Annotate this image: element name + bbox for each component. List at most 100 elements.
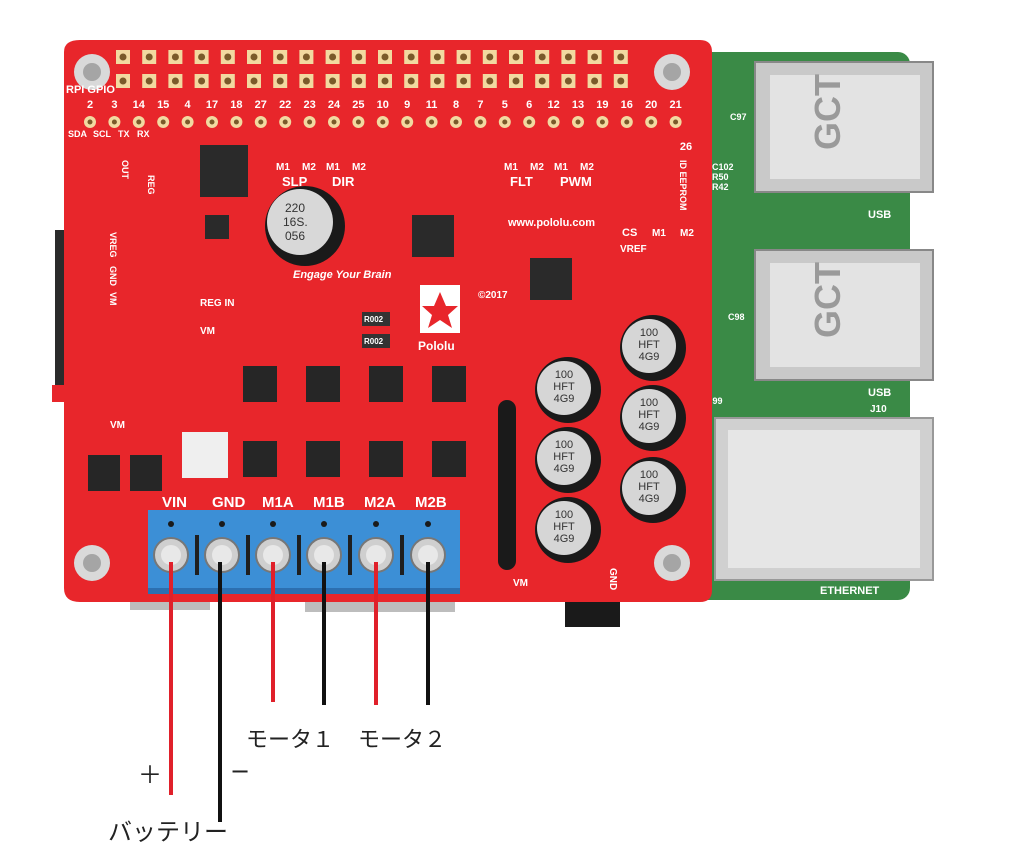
copyright-text: ©2017 [478, 290, 508, 301]
white-pad [182, 432, 228, 478]
usb-2-brand: GCT [807, 262, 848, 338]
gpio-pin-hole [302, 53, 310, 61]
gpio-pad-hole [380, 119, 386, 125]
wires [169, 562, 430, 822]
gpio-number: 17 [206, 99, 218, 111]
capacitor-text: 4G9 [639, 351, 660, 363]
label-vreg: VREG [108, 232, 118, 258]
terminal-label-vin: VIN [162, 494, 188, 511]
gpio-pad-hole [575, 119, 581, 125]
label-r002-2: R002 [364, 337, 384, 346]
gpio-pin-hole [198, 77, 206, 85]
group-label-flt: FLT [510, 174, 533, 189]
gpio-pin-hole [460, 53, 468, 61]
gpio-pin-hole [302, 77, 310, 85]
gpio-pin-hole [381, 53, 389, 61]
gpio-pad-hole [233, 119, 239, 125]
gpio-pin-hole [355, 77, 363, 85]
gpio-pin-hole [224, 77, 232, 85]
c102-label: C102 [712, 162, 734, 172]
mosfet [369, 366, 403, 402]
label-gnd-right: GND [607, 568, 618, 590]
label-cs-m2: M2 [680, 228, 694, 239]
mounting-hole-top-left [74, 54, 110, 90]
capacitor-text: HFT [553, 521, 575, 533]
usb-label-1: USB [868, 209, 891, 221]
mosfet [432, 366, 466, 402]
gpio-pin-hole [250, 53, 258, 61]
gpio-pin-hole [171, 53, 179, 61]
r50-label: R50 [712, 172, 729, 182]
gpio-pad-hole [453, 119, 459, 125]
gpio-pin-hole [564, 77, 572, 85]
ic-chip-2 [530, 258, 572, 300]
gpio-pad-hole [282, 119, 288, 125]
capacitor-text: HFT [553, 381, 575, 393]
gpio-number: 20 [645, 99, 657, 111]
ethernet-port [714, 417, 934, 581]
gpio-number: 10 [377, 99, 389, 111]
label-r002-1: R002 [364, 315, 384, 324]
capacitor-text: 4G9 [554, 393, 575, 405]
large-cap-text-2: 16S. [283, 215, 308, 229]
label-reg: REG [146, 175, 156, 195]
gpio-pin-hole [591, 77, 599, 85]
capacitor-top [537, 361, 591, 415]
terminal-separator [297, 535, 301, 575]
gpio-pin-hole [198, 53, 206, 61]
minus-label: − [230, 757, 251, 785]
mosfet [432, 441, 466, 477]
tagline-text: Engage Your Brain [293, 269, 392, 281]
gpio-pin-hole [329, 53, 337, 61]
terminal-block [148, 510, 460, 594]
gpio-pin-hole [224, 53, 232, 61]
capacitor-text: 4G9 [554, 463, 575, 475]
brand-text: Pololu [418, 339, 455, 353]
mosfet [306, 366, 340, 402]
inductor [200, 145, 248, 197]
gpio-pin-hole [486, 53, 494, 61]
large-capacitor: 220 16S. 056 [265, 186, 345, 266]
gpio-number: 15 [157, 99, 169, 111]
board-slot [498, 400, 516, 570]
gpio-number: 27 [255, 99, 267, 111]
plus-label: ＋ [138, 761, 162, 789]
gpio-pin-hole [355, 53, 363, 61]
gpio-pin-hole [119, 77, 127, 85]
gpio-number: 12 [547, 99, 559, 111]
gpio-pad-hole [599, 119, 605, 125]
label-id-eeprom: ID EEPROM [678, 160, 688, 211]
pololu-logo [420, 285, 460, 333]
gpio-pin-hole [486, 77, 494, 85]
usb-port-2: GCT [754, 249, 934, 381]
gpio-pad-hole [355, 119, 361, 125]
gpio-number: 11 [426, 99, 438, 111]
terminal-screw-head [212, 545, 232, 565]
terminal-screw-head [314, 545, 334, 565]
gpio-pin-hole [564, 53, 572, 61]
gpio-pad-hole [551, 119, 557, 125]
capacitor-text: HFT [553, 451, 575, 463]
c97-label: C97 [730, 112, 747, 122]
gpio-pin-hole [433, 53, 441, 61]
gpio-pin-hole [250, 77, 258, 85]
mounting-hole-bottom-left [74, 545, 110, 581]
gpio-number: 9 [404, 99, 410, 111]
gpio-pin-hole [407, 53, 415, 61]
gpio-pad-hole [624, 119, 630, 125]
gpio-number: 22 [279, 99, 291, 111]
c98-label: C98 [728, 312, 745, 322]
usb-port-1: GCT [754, 61, 934, 193]
gpio-pad-hole [209, 119, 215, 125]
gpio-pad-hole [673, 119, 679, 125]
ic-chip-3 [205, 215, 229, 239]
gpio-pad-hole [477, 119, 483, 125]
gpio-pin-hole [433, 77, 441, 85]
label-cs: CS [622, 227, 637, 239]
label-cs-m1: M1 [652, 228, 666, 239]
group-sub-label: M2 [352, 162, 366, 173]
gpio-pad-hole [307, 119, 313, 125]
gpio-number: 16 [621, 99, 633, 111]
capacitor-text: HFT [638, 481, 660, 493]
